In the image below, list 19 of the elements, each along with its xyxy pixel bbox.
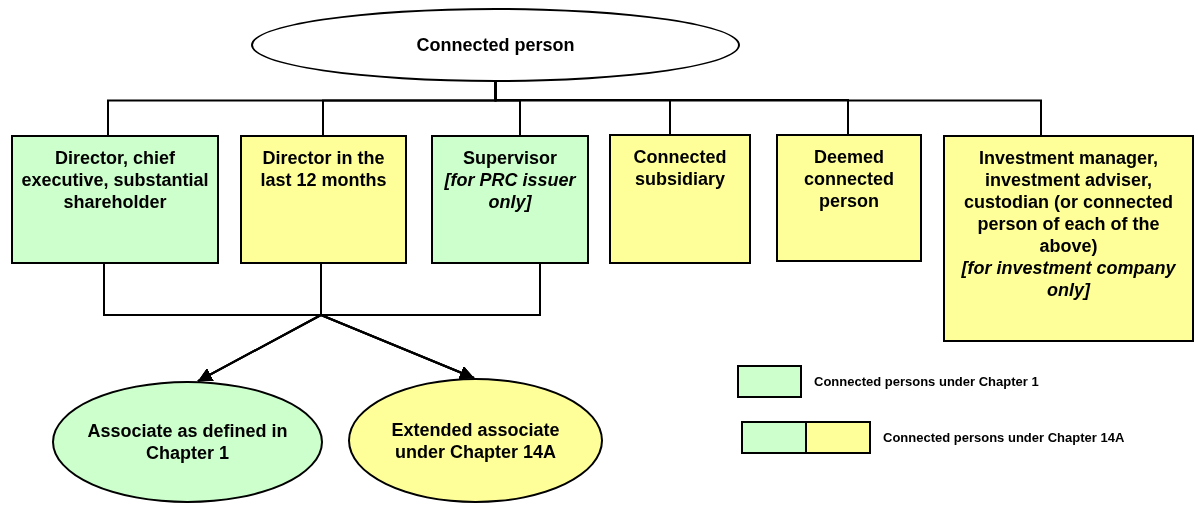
node-label: [for PRC issuer only] <box>443 169 578 213</box>
node-label: Extended associate under Chapter 14A <box>390 418 561 463</box>
process-box <box>776 134 922 262</box>
node-label: Supervisor <box>462 147 557 169</box>
node-label: Deemed connected person <box>803 146 895 212</box>
node-label: Director, chief executive, substantial shareholder <box>21 147 209 213</box>
process-box <box>943 135 1194 342</box>
legend-label: Connected persons under Chapter 1 <box>814 372 1039 391</box>
node-label: [for investment company only] <box>960 257 1177 301</box>
node-label: Associate as defined in Chapter 1 <box>86 420 289 464</box>
node-label: Connected person <box>416 34 575 56</box>
legend-label: Connected persons under Chapter 14A <box>883 428 1125 447</box>
node-label: Connected subsidiary <box>632 146 728 190</box>
process-box <box>609 134 751 264</box>
node-label: Director in the last 12 months <box>259 147 388 191</box>
node-label: Investment manager, investment adviser, custodian (or connected person of each of the above) <box>963 147 1174 257</box>
process-box <box>11 135 219 264</box>
process-box <box>431 135 589 264</box>
process-box <box>240 135 407 264</box>
